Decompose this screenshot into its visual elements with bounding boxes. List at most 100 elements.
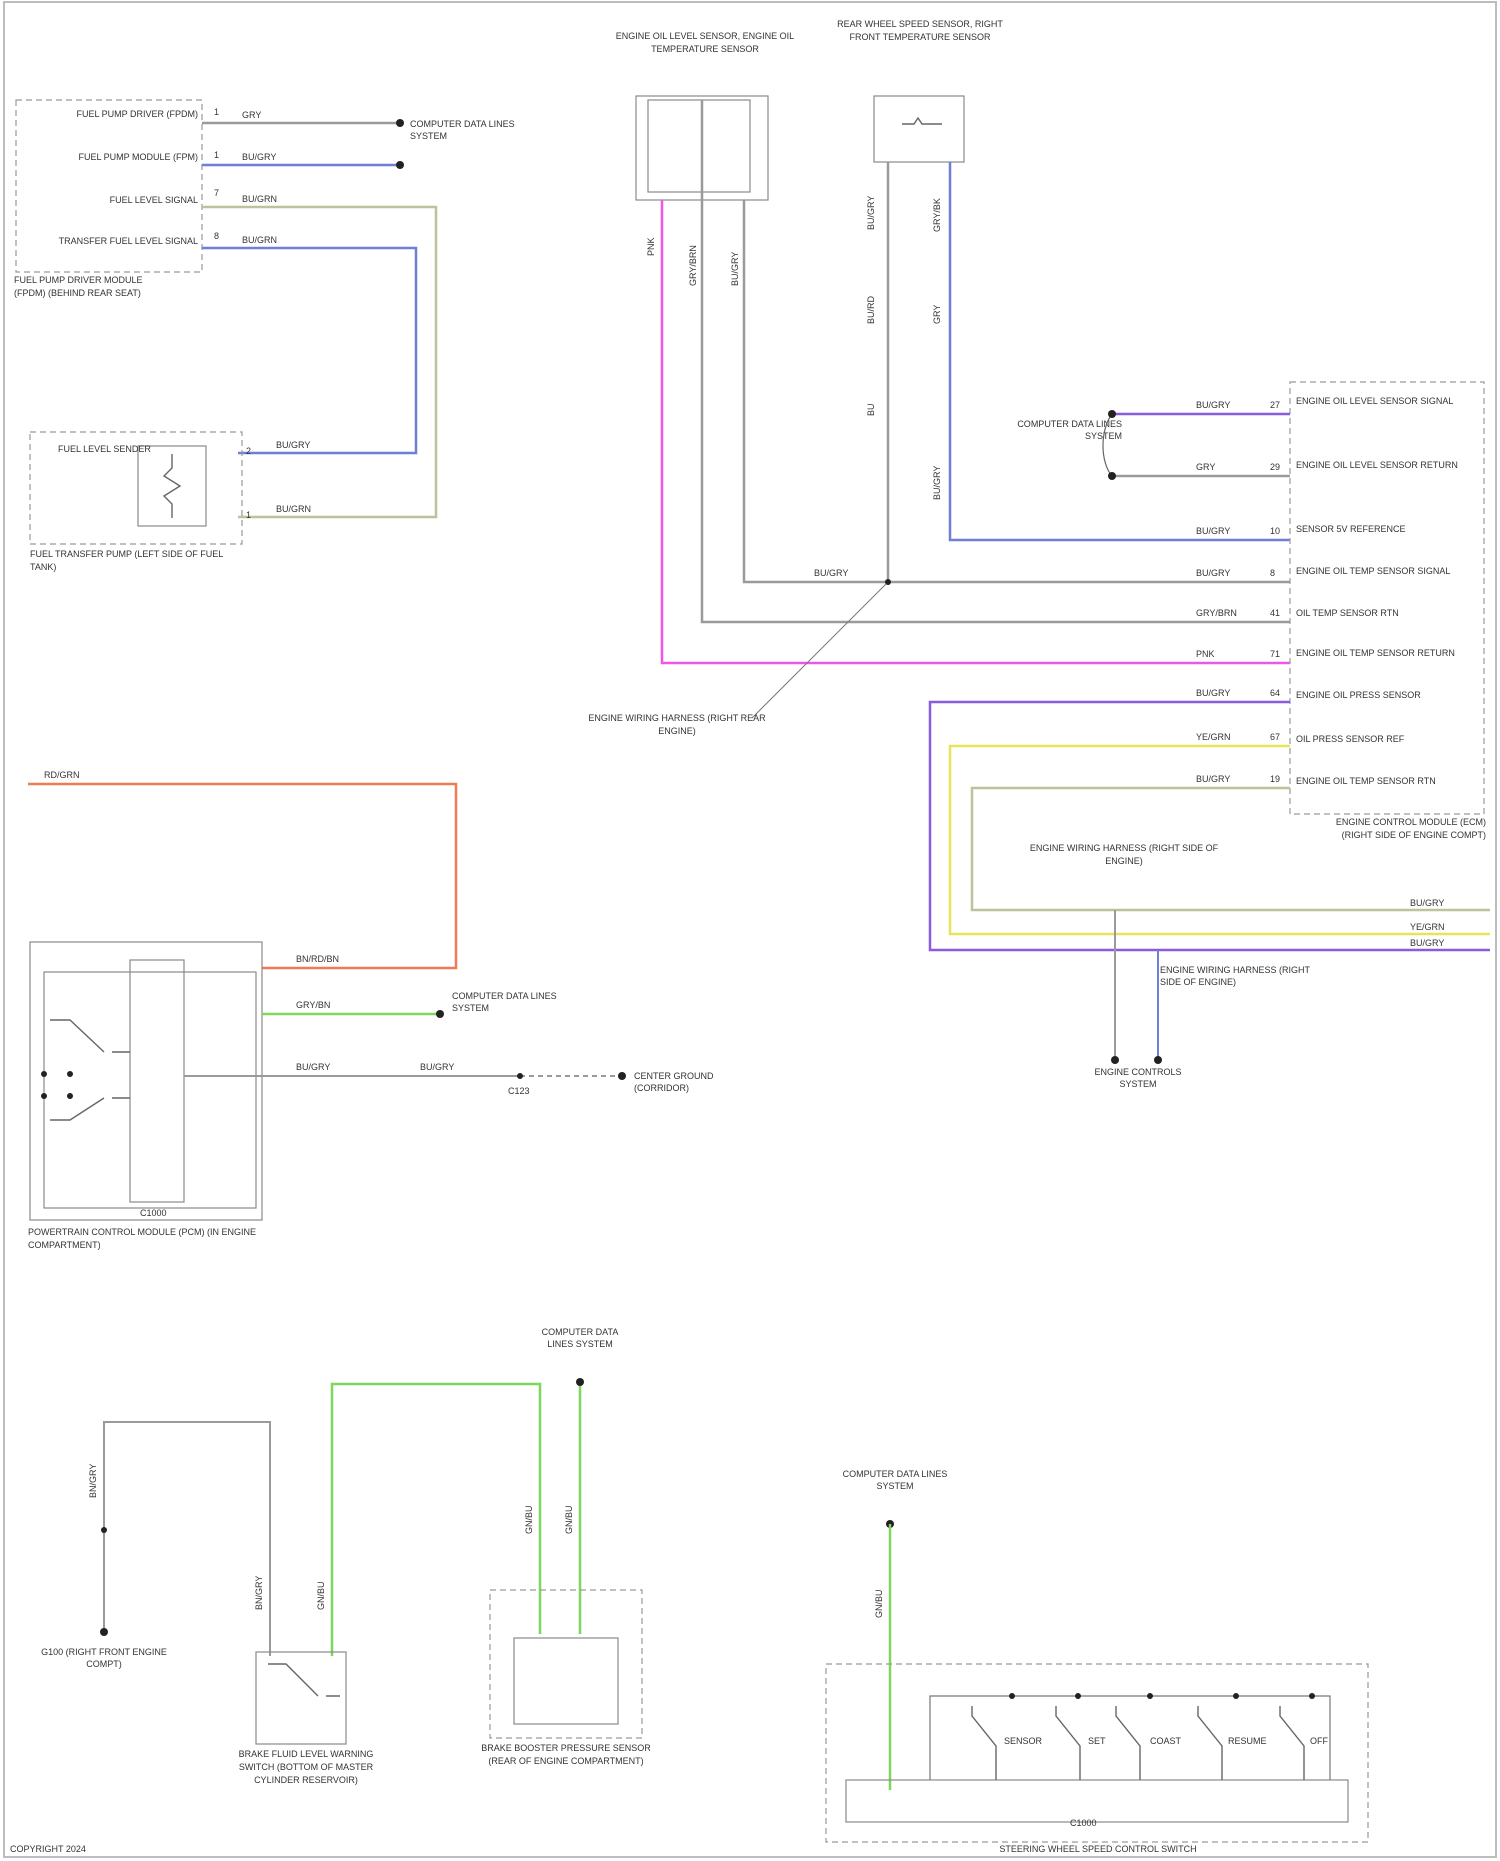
ground-node bbox=[1154, 1056, 1162, 1064]
ecm-circuit-number: 67 bbox=[1270, 732, 1280, 742]
sws-network-label-wrap: COMPUTER DATA LINES SYSTEM bbox=[840, 1468, 950, 1514]
ecm-circuit-number: 64 bbox=[1270, 688, 1280, 698]
brake-wire-green bbox=[332, 1384, 540, 1656]
ecm-wire-label: GRY bbox=[1196, 462, 1215, 472]
rear-sensor-wire-label: BU/GRY bbox=[866, 196, 876, 230]
pcm-splice-wire: BU/GRY bbox=[420, 1062, 454, 1072]
ground-node bbox=[100, 1628, 108, 1636]
pcm-inner-box bbox=[44, 972, 256, 1208]
network-node bbox=[576, 1378, 584, 1386]
oil-sensor-wire-gray bbox=[702, 100, 1290, 622]
fuel-wire-label: BU/GRN bbox=[242, 235, 277, 245]
pcm-network-label-wrap: COMPUTER DATA LINES SYSTEM bbox=[452, 990, 562, 1038]
sws-bus-node bbox=[1233, 1693, 1239, 1699]
ecm-wire-label: BU/GRY bbox=[1196, 688, 1230, 698]
brake-network-label-wrap: COMPUTER DATA LINES SYSTEM bbox=[532, 1326, 628, 1372]
pcm-caption-wrap: POWERTRAIN CONTROL MODULE (PCM) (IN ENGI… bbox=[28, 1226, 268, 1262]
fuel-wire-label: GRY bbox=[242, 110, 261, 120]
pcm-switch-icon bbox=[50, 1020, 130, 1120]
pcm-wire-label: BN/RD/BN bbox=[296, 954, 339, 964]
brake-wire-label: GN/BU bbox=[524, 1505, 534, 1534]
brake-module-box bbox=[490, 1590, 642, 1738]
oil-sensor-wire-gray2 bbox=[744, 200, 890, 582]
pcm-splice-node bbox=[517, 1073, 523, 1079]
pcm-caption: POWERTRAIN CONTROL MODULE (PCM) (IN ENGI… bbox=[28, 1226, 268, 1252]
fuel-module-caption: FUEL PUMP DRIVER MODULE (FPDM) (BEHIND R… bbox=[14, 274, 144, 300]
sws-bus-node bbox=[1075, 1693, 1081, 1699]
splice-section: BU/GRY ENGINE WIRING HARNESS (RIGHT REAR… bbox=[582, 568, 891, 762]
ecm-circuit-number: 10 bbox=[1270, 526, 1280, 536]
rear-sensor-icon bbox=[902, 118, 942, 124]
pcm-splice-label: C123 bbox=[508, 1086, 530, 1096]
oil-sensor-wire-pink bbox=[662, 200, 1290, 663]
ecm-pin-label: OIL TEMP SENSOR RTN bbox=[1296, 608, 1399, 618]
sws-switch-icon bbox=[1198, 1706, 1222, 1780]
ecm-caption: ENGINE CONTROL MODULE (ECM) (RIGHT SIDE … bbox=[1306, 816, 1486, 842]
pcm-terminal bbox=[67, 1093, 73, 1099]
pcm-terminal bbox=[67, 1071, 73, 1077]
ecm-ground-label: ENGINE CONTROLS SYSTEM bbox=[1090, 1066, 1186, 1090]
ground-splice bbox=[101, 1527, 107, 1533]
fuel-circuit-number: 7 bbox=[214, 188, 219, 198]
fuel-circuit-number: 1 bbox=[214, 150, 219, 160]
fuel-caption-wrap: FUEL PUMP DRIVER MODULE (FPDM) (BEHIND R… bbox=[14, 274, 144, 350]
pcm-wire-label: BU/GRY bbox=[296, 1062, 330, 1072]
ecm-wire-label: YE/GRN bbox=[1196, 732, 1231, 742]
fuel-circuit-number: 1 bbox=[214, 107, 219, 117]
ecm-wire-label: GRY/BRN bbox=[1196, 608, 1237, 618]
brake-wire-label: GN/BU bbox=[564, 1505, 574, 1534]
ecm-pin-label: ENGINE OIL LEVEL SENSOR SIGNAL bbox=[1296, 396, 1453, 406]
fuel-sender-circuit: 1 bbox=[246, 510, 251, 520]
ecm-circuit-number: 29 bbox=[1270, 462, 1280, 472]
footer-text: COPYRIGHT 2024 bbox=[10, 1844, 86, 1854]
sws-switch-label: OFF bbox=[1310, 1736, 1328, 1746]
network-node bbox=[1108, 410, 1116, 418]
ecm-pin-label: ENGINE OIL TEMP SENSOR RTN bbox=[1296, 776, 1436, 786]
splice-label: ENGINE WIRING HARNESS (RIGHT REAR ENGINE… bbox=[582, 712, 772, 738]
brake-wire-label: BN/GRY bbox=[254, 1576, 264, 1610]
ecm-ground-label-wrap: ENGINE CONTROLS SYSTEM bbox=[1090, 1066, 1186, 1112]
sws-section: COMPUTER DATA LINES SYSTEM GN/BU SENSOR … bbox=[826, 1468, 1368, 1854]
fuel-pin-label: FUEL PUMP MODULE (FPM) bbox=[78, 152, 198, 162]
rear-sensor-wire-label: BU/RD bbox=[866, 295, 876, 324]
sws-bus-node bbox=[1309, 1693, 1315, 1699]
network-node bbox=[396, 161, 404, 169]
ecm-wire-label: BU/GRY bbox=[1196, 400, 1230, 410]
pcm-feed-label: RD/GRN bbox=[44, 770, 80, 780]
splice-wire-label: BU/GRY bbox=[814, 568, 848, 578]
rear-sensor-wire-gray bbox=[888, 162, 1290, 582]
sws-connector: C1000 bbox=[1070, 1818, 1097, 1828]
ground-node bbox=[1111, 1056, 1119, 1064]
oil-sensor-title-wrap: ENGINE OIL LEVEL SENSOR, ENGINE OIL TEMP… bbox=[610, 30, 800, 92]
oil-sensor-wire-label: GRY/BRN bbox=[688, 245, 698, 286]
ecm-right-wire-label: BU/GRY bbox=[1410, 938, 1444, 948]
fuel-sender-name: FUEL LEVEL SENDER bbox=[58, 444, 151, 454]
sws-switch-icon bbox=[972, 1706, 996, 1780]
pcm-dest-label: CENTER GROUND (CORRIDOR) bbox=[634, 1070, 764, 1094]
rear-sensor-title: REAR WHEEL SPEED SENSOR, RIGHT FRONT TEM… bbox=[830, 18, 1010, 44]
splice-label-wrap: ENGINE WIRING HARNESS (RIGHT REAR ENGINE… bbox=[582, 712, 772, 762]
ecm-circuit-number: 8 bbox=[1270, 568, 1275, 578]
rear-sensor-wire-label: GRY/BK bbox=[932, 198, 942, 232]
ecm-right-wire-label: YE/GRN bbox=[1410, 922, 1445, 932]
splice-node bbox=[885, 579, 891, 585]
ecm-pin-label: SENSOR 5V REFERENCE bbox=[1296, 524, 1406, 534]
pcm-terminal bbox=[41, 1093, 47, 1099]
brake-switch-icon bbox=[268, 1664, 340, 1696]
fuel-sender-circuit: 2 bbox=[246, 446, 251, 456]
fuel-pin-label: TRANSFER FUEL LEVEL SIGNAL bbox=[59, 236, 198, 246]
ecm-circuit-number: 41 bbox=[1270, 608, 1280, 618]
ecm-section: COMPUTER DATA LINES SYSTEM ENGINE OIL LE… bbox=[930, 382, 1490, 1112]
sws-switch-icon bbox=[1116, 1706, 1140, 1780]
ecm-pin-label: ENGINE OIL TEMP SENSOR RETURN bbox=[1296, 648, 1455, 658]
ecm-pin-label: ENGINE OIL LEVEL SENSOR RETURN bbox=[1296, 460, 1458, 470]
fuel-sender-wire: BU/GRY bbox=[276, 440, 310, 450]
pcm-outer-box bbox=[30, 942, 262, 1220]
sws-bus-node bbox=[1147, 1693, 1153, 1699]
ecm-pin-label: ENGINE OIL TEMP SENSOR SIGNAL bbox=[1296, 566, 1450, 576]
rear-sensor-title-wrap: REAR WHEEL SPEED SENSOR, RIGHT FRONT TEM… bbox=[830, 18, 1010, 94]
fuel-circuit-number: 8 bbox=[214, 231, 219, 241]
ecm-circuit-number: 19 bbox=[1270, 774, 1280, 784]
brake-ground-label: G100 (RIGHT FRONT ENGINE COMPT) bbox=[40, 1646, 168, 1670]
ecm-wire-label: BU/GRY bbox=[1196, 568, 1230, 578]
